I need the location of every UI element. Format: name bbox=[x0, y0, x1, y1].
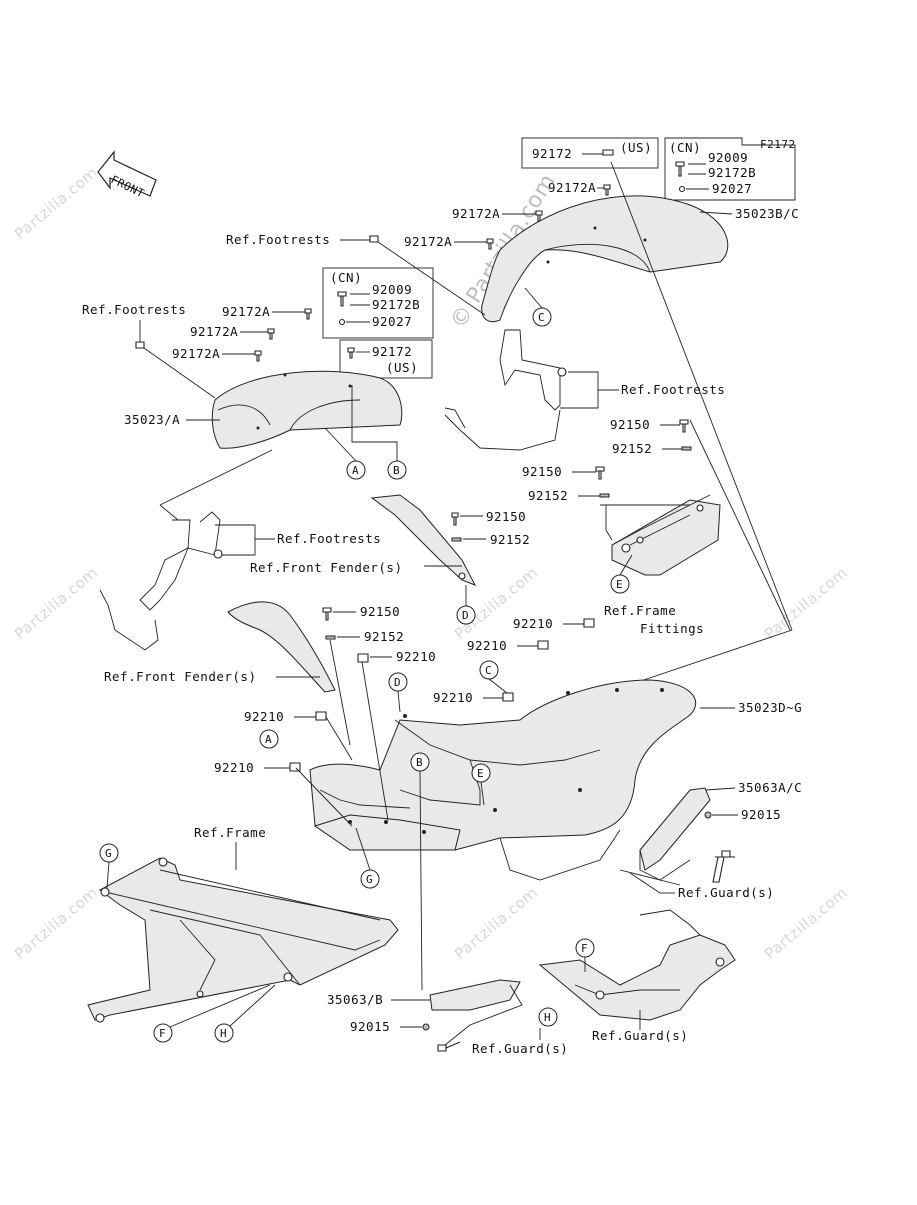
frame-part bbox=[87, 857, 399, 1023]
svg-text:G: G bbox=[105, 847, 112, 860]
part-number: 92172A bbox=[172, 346, 220, 361]
front-fender-part bbox=[227, 601, 336, 693]
part-number: 92210 bbox=[244, 709, 284, 724]
reference-label: Ref.Footrests bbox=[621, 382, 725, 397]
svg-text:C: C bbox=[485, 664, 492, 677]
callout-h bbox=[538, 1007, 558, 1027]
part-number: 92009 bbox=[372, 282, 412, 297]
part-number: 92152 bbox=[490, 532, 530, 547]
svg-text:H: H bbox=[544, 1011, 551, 1024]
side-brace-left-part bbox=[429, 979, 523, 1046]
part-number: 92210 bbox=[396, 649, 436, 664]
figure-code: F2172 bbox=[760, 138, 796, 151]
callout-h bbox=[214, 1023, 234, 1043]
svg-text:F: F bbox=[581, 942, 588, 955]
part-number: 92210 bbox=[513, 616, 553, 631]
callout-f bbox=[153, 1023, 173, 1043]
side-brace-right-part bbox=[639, 787, 711, 881]
footrest-bracket-right bbox=[444, 329, 567, 451]
reference-label: Ref.Guard(s) bbox=[472, 1041, 568, 1056]
svg-text:F: F bbox=[159, 1027, 166, 1040]
front-fender-strip bbox=[370, 494, 477, 586]
part-number: 35023D~G bbox=[738, 700, 802, 715]
part-number: 92027 bbox=[372, 314, 412, 329]
region-tag: (CN) bbox=[669, 140, 701, 155]
watermark-text: Partzilla.com bbox=[11, 563, 101, 643]
part-number: 92009 bbox=[708, 150, 748, 165]
part-number: 92172A bbox=[452, 206, 500, 221]
reference-label: Ref.Front Fender(s) bbox=[250, 560, 403, 575]
part-number: 92152 bbox=[612, 441, 652, 456]
reference-label: Ref.Guard(s) bbox=[592, 1028, 688, 1043]
region-tag: (US) bbox=[386, 360, 418, 375]
part-number: 92172A bbox=[190, 324, 238, 339]
part-number: 92150 bbox=[486, 509, 526, 524]
part-number: 35023/A bbox=[124, 412, 180, 427]
watermark-text: Partzilla.com bbox=[11, 163, 101, 243]
part-number: 92015 bbox=[741, 807, 781, 822]
watermark-text: Partzilla.com bbox=[11, 883, 101, 963]
part-number: 92172A bbox=[404, 234, 452, 249]
svg-text:D: D bbox=[462, 609, 469, 622]
part-number: 35063A/C bbox=[738, 780, 802, 795]
rear-cover-part bbox=[481, 195, 729, 323]
guard-part bbox=[538, 909, 736, 1021]
part-number: 92210 bbox=[433, 690, 473, 705]
svg-text:A: A bbox=[352, 464, 359, 477]
part-number: 92150 bbox=[360, 604, 400, 619]
svg-text:B: B bbox=[393, 464, 400, 477]
us-box-top: 92172 (US) bbox=[521, 137, 659, 169]
watermark-text: Partzilla.com bbox=[761, 563, 851, 643]
svg-text:C: C bbox=[538, 311, 545, 324]
storage-box-part bbox=[611, 494, 721, 576]
region-tag: (CN) bbox=[330, 270, 362, 285]
part-number: 92150 bbox=[610, 417, 650, 432]
part-number: 92015 bbox=[350, 1019, 390, 1034]
part-number: 92172 bbox=[372, 344, 412, 359]
watermark-text: Partzilla.com bbox=[761, 883, 851, 963]
part-number: 92150 bbox=[522, 464, 562, 479]
part-number: 92172A bbox=[548, 180, 596, 195]
part-number: 92210 bbox=[467, 638, 507, 653]
reference-label: Ref.Guard(s) bbox=[678, 885, 774, 900]
watermark-text: Partzilla.com bbox=[451, 883, 541, 963]
part-number: 35063/B bbox=[327, 992, 383, 1007]
svg-text:D: D bbox=[394, 676, 401, 689]
part-number: 35023B/C bbox=[735, 206, 799, 221]
svg-text:G: G bbox=[366, 873, 373, 886]
us-box-mid: 92172 (US) bbox=[339, 339, 433, 379]
cn-box-mid: (CN) 92009 92172B 92027 bbox=[322, 267, 434, 339]
reference-label: Ref.Footrests bbox=[226, 232, 330, 247]
part-number: 92172 bbox=[532, 146, 572, 161]
part-number: 92152 bbox=[364, 629, 404, 644]
part-number: 92172B bbox=[708, 165, 756, 180]
part-number: 92027 bbox=[712, 181, 752, 196]
svg-text:B: B bbox=[416, 756, 423, 769]
svg-text:E: E bbox=[477, 767, 484, 780]
footrest-bracket-left bbox=[99, 511, 223, 651]
svg-text:E: E bbox=[616, 578, 623, 591]
part-number: 92152 bbox=[528, 488, 568, 503]
part-number: 92172B bbox=[372, 297, 420, 312]
reference-label: Ref.Footrests bbox=[82, 302, 186, 317]
svg-text:H: H bbox=[220, 1027, 227, 1040]
reference-label: Fittings bbox=[640, 621, 704, 636]
front-cover-part bbox=[211, 370, 403, 449]
svg-text:A: A bbox=[265, 733, 272, 746]
reference-label: Ref.Frame bbox=[194, 825, 266, 840]
reference-label: Ref.Footrests bbox=[277, 531, 381, 546]
main-body-fender-part bbox=[309, 679, 697, 881]
reference-label: Ref.Front Fender(s) bbox=[104, 669, 257, 684]
part-number: 92172A bbox=[222, 304, 270, 319]
callout-a bbox=[259, 729, 279, 749]
reference-label: Ref.Frame bbox=[604, 603, 676, 618]
region-tag: (US) bbox=[620, 140, 652, 155]
part-number: 92210 bbox=[214, 760, 254, 775]
front-arrow-icon: FRONT bbox=[97, 150, 157, 200]
